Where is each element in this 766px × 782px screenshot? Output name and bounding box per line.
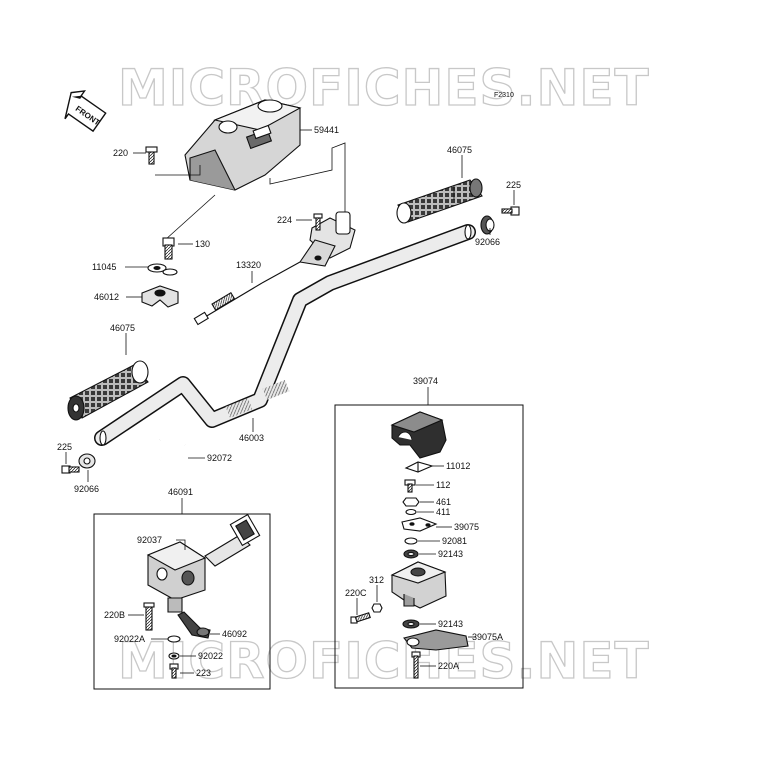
guide-line-cover-right [269, 142, 346, 218]
throttle-case-part [390, 561, 447, 609]
label-46092: 46092 [222, 629, 247, 639]
washer-312-part [371, 603, 383, 613]
grip-46075-top-part [396, 178, 483, 224]
label-220C: 220C [345, 588, 367, 598]
screw-112-part [404, 479, 416, 493]
throttle-cable-13320-part [193, 261, 301, 326]
label-11012: 11012 [446, 461, 470, 471]
throttle-housing-224-part [299, 211, 356, 267]
washer-92022-part [168, 652, 180, 660]
label-225-left: 225 [57, 442, 72, 452]
end-cap-92066-top-part [480, 215, 495, 235]
label-92143-b: 92143 [438, 619, 463, 629]
label-92037: 92037 [137, 535, 162, 545]
label-39075: 39075 [454, 522, 479, 532]
watermark-top: MICROFICHES.NET [118, 59, 650, 117]
nut-461-part [402, 497, 420, 507]
label-92022: 92022 [198, 651, 223, 661]
label-411: 411 [436, 507, 450, 517]
lever-39075A-part [403, 629, 469, 651]
clip-92072-part [157, 439, 187, 463]
screw-220B-part [143, 602, 155, 631]
label-46003: 46003 [239, 433, 264, 443]
label-46075-left: 46075 [110, 323, 135, 333]
screw-225-left-part [61, 465, 80, 474]
label-92081: 92081 [442, 536, 467, 546]
label-46012: 46012 [94, 292, 119, 302]
figure-code: F2310 [494, 92, 514, 99]
label-46075-top: 46075 [447, 145, 472, 155]
handlebar-cover-part [184, 99, 302, 191]
frame-39074 [334, 404, 524, 689]
label-312: 312 [369, 575, 384, 585]
label-39075A: 39075A [472, 632, 503, 642]
label-92143-a: 92143 [438, 549, 463, 559]
screw-220C-part [350, 612, 371, 624]
label-13320: 13320 [236, 260, 261, 270]
label-39074: 39074 [413, 376, 438, 386]
label-92072: 92072 [207, 453, 232, 463]
label-225-top: 225 [506, 180, 521, 190]
spacer-92081-part [404, 537, 418, 545]
guide-line-cover-clamp [164, 194, 216, 241]
guide-line-cover-left [155, 165, 201, 176]
bracket-39075-part [401, 517, 438, 532]
label-461: 461 [436, 497, 451, 507]
label-11045: 11045 [92, 262, 116, 272]
clamp-46012-part [141, 285, 179, 308]
label-220: 220 [113, 148, 128, 158]
washer-92022A-part [167, 635, 181, 643]
grip-46075-left-part [67, 360, 149, 421]
label-92022A: 92022A [114, 634, 145, 644]
leader-92037 [176, 539, 186, 550]
screw-224-part [313, 213, 323, 231]
handlebar-46003-part [94, 224, 476, 446]
end-cap-92066-left-part [78, 453, 96, 469]
watermark-bottom: MICROFICHES.NET [118, 632, 650, 690]
bolt-220-part [145, 146, 158, 165]
lever-46092-part [177, 611, 211, 639]
label-224: 224 [277, 215, 292, 225]
label-130: 130 [195, 239, 210, 249]
screw-220A-part [411, 651, 421, 679]
label-220A: 220A [438, 661, 459, 671]
label-46091: 46091 [168, 487, 193, 497]
label-223: 223 [196, 668, 211, 678]
front-arrow-icon: FRONT [64, 90, 107, 133]
label-59441: 59441 [314, 125, 339, 135]
washer-11045-part [147, 263, 178, 276]
label-112: 112 [436, 480, 450, 490]
throttle-cover-part [390, 411, 447, 459]
screw-225-top-part [501, 206, 520, 216]
washer-411-part [405, 508, 417, 516]
washer-92143-b-part [402, 619, 420, 629]
bolt-130-part [162, 237, 175, 260]
label-92066-left: 92066 [74, 484, 99, 494]
label-92066-top: 92066 [475, 237, 500, 247]
spring-11012-part [404, 461, 434, 473]
washer-92143-a-part [403, 549, 419, 559]
switch-housing-46091-part [146, 513, 261, 613]
screw-223-part [169, 663, 179, 679]
label-220B: 220B [104, 610, 125, 620]
